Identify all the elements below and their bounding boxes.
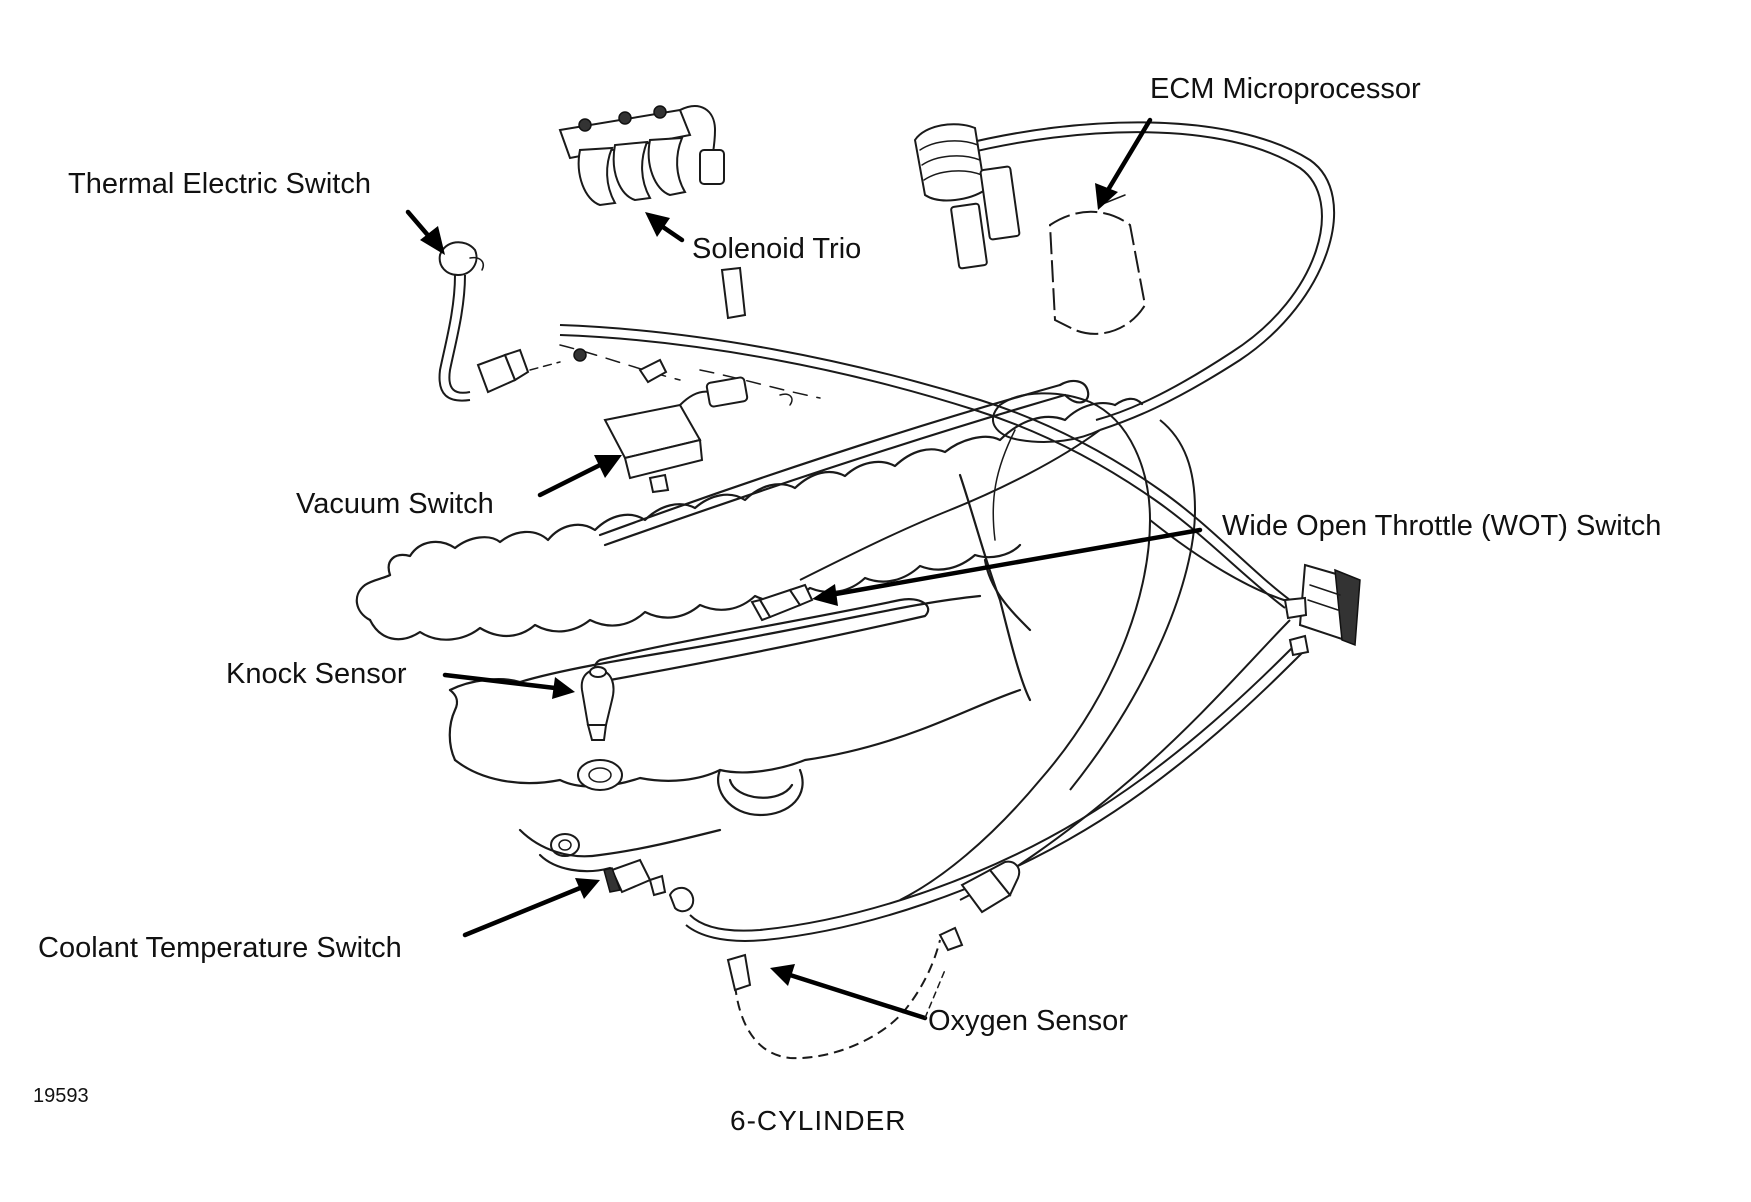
label-vacuum-switch: Vacuum Switch bbox=[296, 488, 494, 520]
label-wot-switch: Wide Open Throttle (WOT) Switch bbox=[1222, 510, 1661, 542]
oxygen-sensor-drawing bbox=[726, 860, 1021, 992]
leader-arrows bbox=[405, 117, 1203, 1021]
coolant-temperature-switch-drawing bbox=[603, 858, 695, 913]
solenoid-trio-drawing bbox=[558, 105, 747, 320]
vacuum-switch-drawing bbox=[603, 376, 793, 494]
label-oxygen-sensor: Oxygen Sensor bbox=[928, 1005, 1128, 1037]
label-thermal-electric-switch: Thermal Electric Switch bbox=[68, 168, 371, 200]
knock-sensor-drawing bbox=[580, 666, 615, 741]
label-solenoid-trio: Solenoid Trio bbox=[692, 233, 861, 265]
ecm-microprocessor-drawing bbox=[913, 123, 1147, 335]
wiring-harness bbox=[438, 121, 1335, 1060]
label-coolant-temperature-switch: Coolant Temperature Switch bbox=[38, 932, 402, 964]
wot-connector-drawing bbox=[1283, 563, 1361, 657]
thermal-electric-switch-drawing bbox=[438, 241, 668, 394]
intake-manifold-drawing bbox=[355, 379, 1144, 873]
label-ecm-microprocessor: ECM Microprocessor bbox=[1150, 73, 1421, 105]
figure-number: 19593 bbox=[33, 1085, 89, 1107]
label-knock-sensor: Knock Sensor bbox=[226, 658, 407, 690]
figure-caption: 6-CYLINDER bbox=[730, 1105, 906, 1136]
wot-switch-drawing bbox=[750, 583, 814, 622]
